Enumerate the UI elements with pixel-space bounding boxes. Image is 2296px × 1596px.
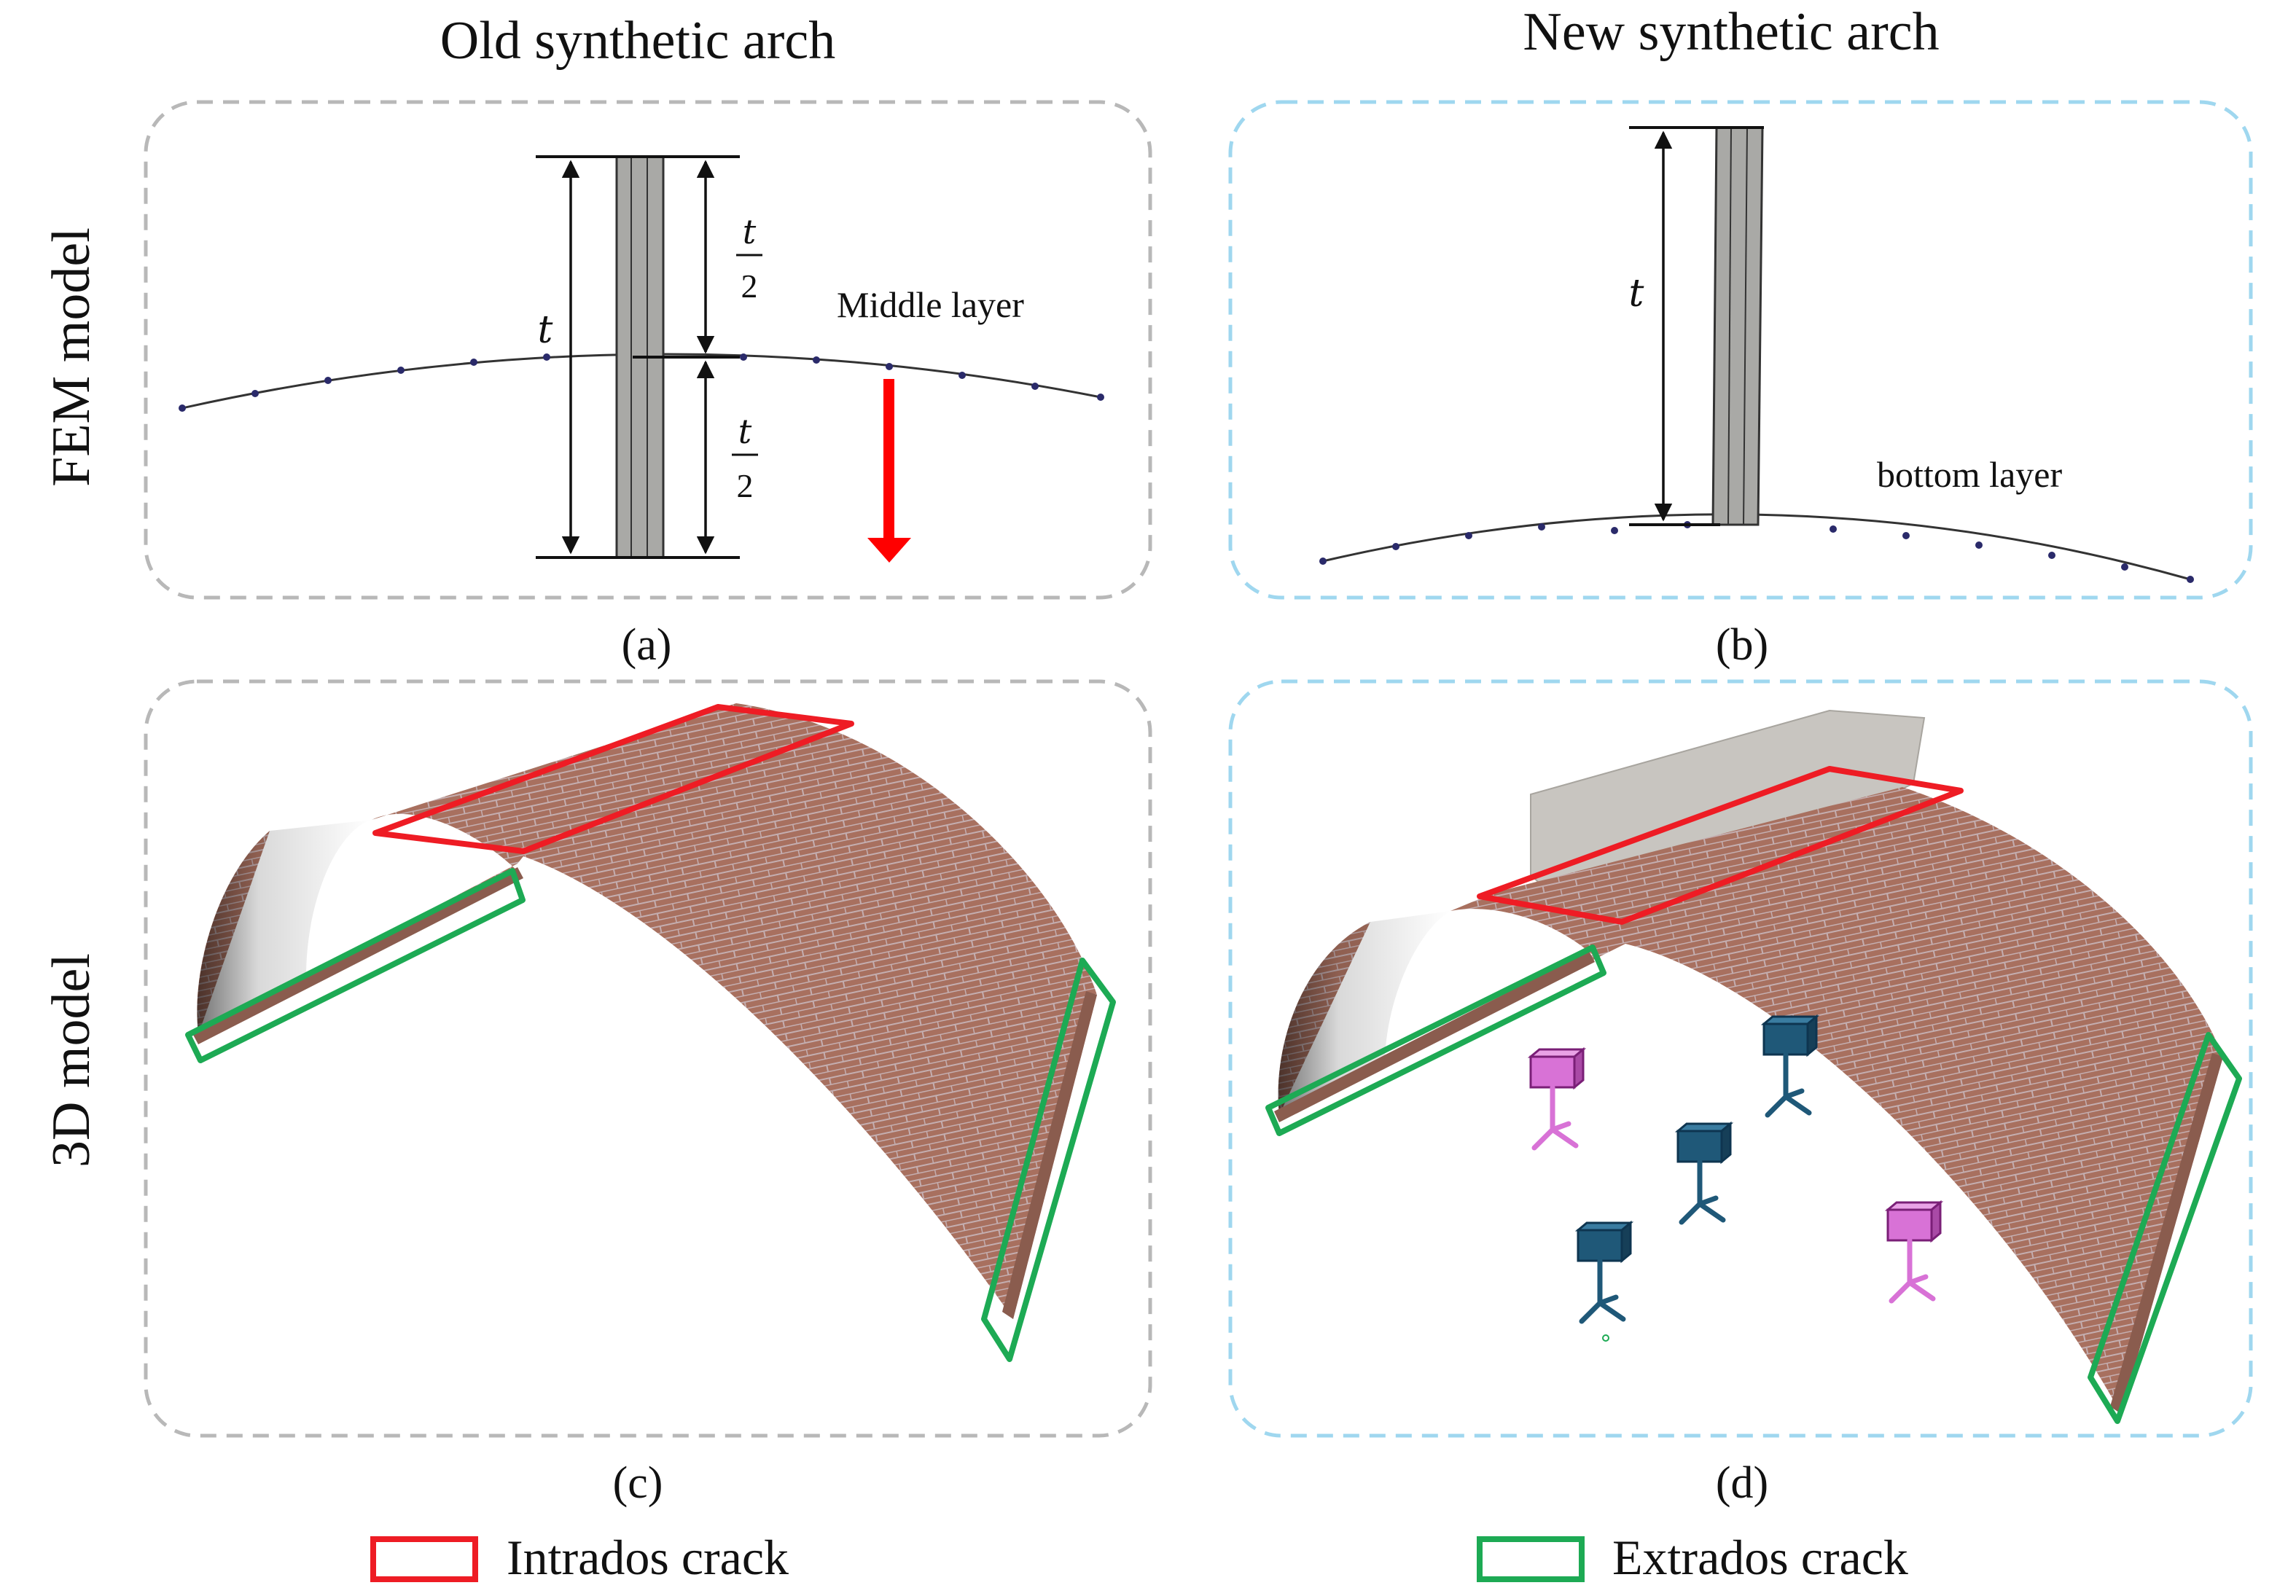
- legend-label-intrados: Intrados crack: [507, 1530, 789, 1585]
- panel-a: t t 2 t 2 Middle layer: [179, 155, 1104, 563]
- svg-text:2: 2: [737, 467, 754, 504]
- right-column-title: New synthetic arch: [1523, 2, 1939, 62]
- legend-label-extrados: Extrados crack: [1612, 1530, 1908, 1585]
- panel-c-border: [144, 679, 1152, 1438]
- arch-edge-band: [1274, 951, 1595, 1122]
- half-thickness-label-bottom: t 2: [732, 412, 758, 504]
- half-thickness-label-top: t 2: [736, 212, 762, 305]
- mesh-nodes: [179, 353, 1104, 412]
- legend-swatch-intrados: [370, 1536, 478, 1582]
- arch-edge-band: [1002, 991, 1097, 1319]
- intrados-crack-box: [1477, 766, 1964, 925]
- panel-b: t bottom layer: [1319, 126, 2194, 583]
- caption-c: (c): [613, 1458, 663, 1508]
- arch-shadow: [1278, 911, 1450, 1115]
- brick-arch-vault: [1278, 787, 2223, 1414]
- wall-column: [1711, 126, 1764, 526]
- bottom-layer-curve: [1322, 513, 2191, 581]
- thickness-label: t: [538, 308, 553, 352]
- svg-text:t: t: [738, 412, 752, 451]
- panel-c: [185, 703, 1116, 1362]
- bottom-layer-label: bottom layer: [1877, 454, 2062, 495]
- panel-b-border: [1228, 100, 2253, 600]
- middle-layer-label: Middle layer: [837, 284, 1024, 325]
- camera-tripod-icon: [1527, 1047, 1587, 1151]
- panel-a-border: [144, 100, 1152, 600]
- row-label-3d: 3D model: [42, 953, 101, 1167]
- extrados-crack-box: [185, 868, 526, 1063]
- camera-tripod-icon: [1884, 1200, 1944, 1304]
- caption-d: (d): [1716, 1458, 1768, 1508]
- svg-text:t: t: [743, 212, 757, 251]
- brick-arch-vault: [197, 703, 1097, 1319]
- camera-tripod-icon: [1674, 1121, 1734, 1225]
- row-label-fem: FEM model: [42, 227, 101, 487]
- extrados-crack-box: [2088, 1032, 2242, 1424]
- down-arrow-icon: [867, 379, 911, 563]
- svg-text:2: 2: [741, 267, 758, 305]
- arch-shadow: [197, 820, 372, 1035]
- arch-edge-band: [193, 867, 523, 1044]
- left-column-title: Old synthetic arch: [440, 11, 836, 71]
- extrados-crack-box: [1265, 944, 1606, 1136]
- intrados-crack-box: [372, 704, 854, 854]
- panel-d: [1265, 709, 2242, 1424]
- mesh-nodes: [1319, 521, 2194, 583]
- extrados-crack-box: [981, 958, 1116, 1362]
- legend-swatch-extrados: [1477, 1536, 1585, 1582]
- camera-tripod-icon: [1760, 1014, 1820, 1118]
- caption-a: (a): [622, 620, 672, 670]
- arch-edge-band: [2110, 1053, 2223, 1414]
- caption-b: (b): [1716, 620, 1768, 670]
- thickness-label: t: [1629, 272, 1644, 316]
- camera-tripod-icon: [1574, 1220, 1634, 1342]
- panel-d-border: [1228, 679, 2253, 1438]
- legend: Intrados crack Extrados crack: [370, 1530, 1908, 1585]
